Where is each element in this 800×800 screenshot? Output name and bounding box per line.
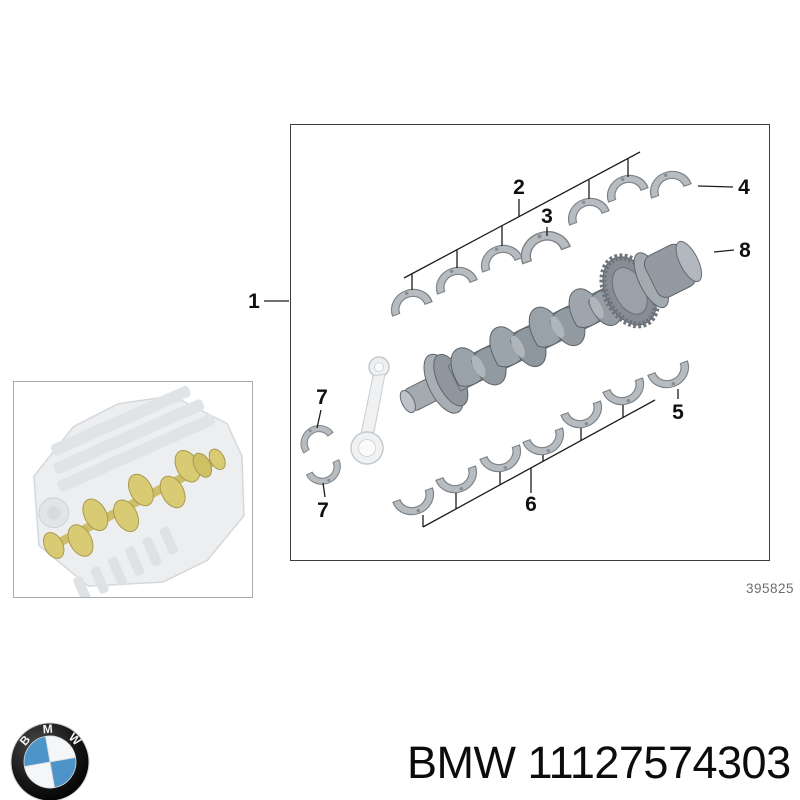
bmw-logo: B M W: [6, 721, 94, 800]
engine-thumbnail: [13, 381, 253, 598]
bearing-shell-4: [644, 164, 692, 199]
callout-5: 5: [672, 401, 684, 424]
rod-bearing-shell-upper: [293, 418, 334, 454]
crank-counterweights: [450, 288, 622, 387]
crankshaft-drawing: [399, 240, 703, 414]
callout-2: 2: [513, 176, 525, 199]
callout-1: 1: [248, 290, 260, 313]
callout-lines: [264, 151, 735, 528]
logo-letter-m: M: [42, 722, 53, 737]
callout-3: 3: [541, 205, 553, 228]
part-number: BMW 11127574303: [407, 737, 791, 788]
bearing-shell-5: [647, 360, 695, 395]
thrust-bearing-shell: [514, 223, 571, 265]
callout-7-upper: 7: [316, 386, 328, 409]
rod-bearing-shell-lower: [305, 459, 347, 491]
callout-7-lower: 7: [317, 499, 329, 522]
bmw-roundel-icon: B M W: [10, 722, 90, 800]
callout-4: 4: [738, 176, 750, 199]
drawing-number: 395825: [746, 581, 795, 596]
callout-6: 6: [525, 493, 537, 516]
callout-8: 8: [739, 239, 751, 262]
highlighted-crankshaft: [43, 448, 226, 559]
engine-thumbnail-drawing: [33, 385, 245, 597]
connecting-rod-drawing: [350, 356, 390, 465]
